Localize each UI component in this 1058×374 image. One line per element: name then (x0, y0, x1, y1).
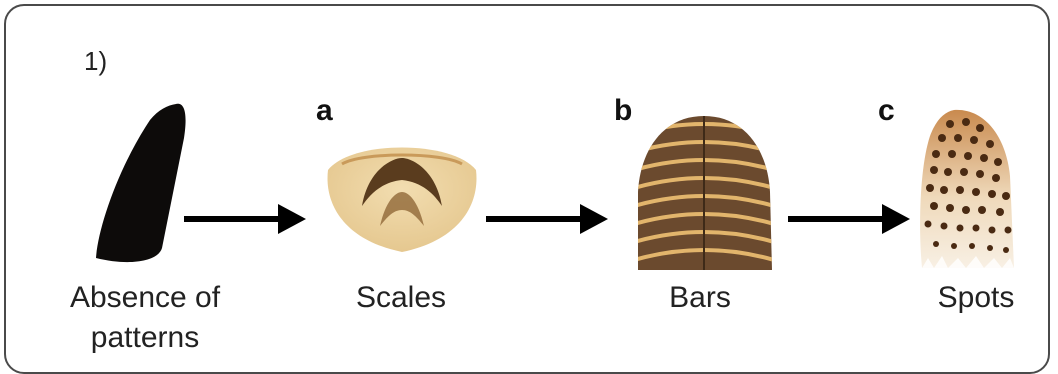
bars-feather-icon (634, 112, 774, 274)
arrow-right-icon (484, 202, 610, 236)
caption-line: patterns (50, 318, 240, 358)
caption-spots: Spots (916, 278, 1036, 318)
stage-letter-c: c (878, 94, 895, 128)
panel-label: 1) (84, 46, 107, 77)
scales-feather-icon (322, 134, 482, 254)
stage-letter-b: b (614, 94, 632, 128)
caption-scales: Scales (336, 278, 466, 318)
arrow-right-icon (182, 202, 308, 236)
caption-bars: Bars (650, 278, 750, 318)
black-feather-icon (88, 98, 188, 268)
caption-line: Absence of (50, 278, 240, 318)
spots-feather-icon (914, 106, 1024, 274)
stage-letter-a: a (316, 94, 333, 128)
caption-absence-of-patterns: Absence of patterns (50, 278, 240, 358)
diagram-panel: 1) Absence of patterns a Scales b (4, 4, 1050, 374)
arrow-right-icon (786, 202, 912, 236)
